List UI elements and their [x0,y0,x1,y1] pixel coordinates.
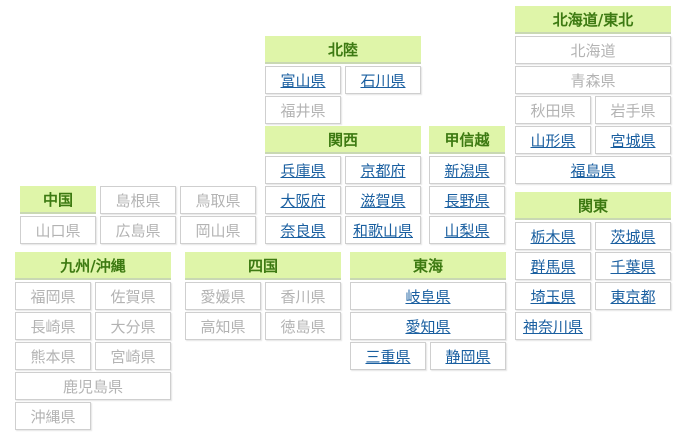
prefecture-chiba[interactable]: 千葉県 [595,252,671,280]
region-header-kyushu-okinawa: 九州/沖縄 [15,252,171,280]
prefecture-kanagawa[interactable]: 神奈川県 [515,312,591,340]
prefecture-fukushima[interactable]: 福島県 [515,156,671,184]
prefecture-miyagi[interactable]: 宮城県 [595,126,671,154]
prefecture-tochigi[interactable]: 栃木県 [515,222,591,250]
region-header-chugoku: 中国 [20,186,96,214]
prefecture-hokkaido: 北海道 [515,36,671,64]
prefecture-saitama[interactable]: 埼玉県 [515,282,591,310]
prefecture-kagoshima: 鹿児島県 [15,372,171,400]
prefecture-saga: 佐賀県 [95,282,171,310]
region-header-kansai: 関西 [265,126,421,154]
prefecture-yamagata[interactable]: 山形県 [515,126,591,154]
region-header-tokai: 東海 [350,252,506,280]
prefecture-ehime: 愛媛県 [185,282,261,310]
prefecture-iwate: 岩手県 [595,96,671,124]
prefecture-hiroshima: 広島県 [100,216,176,244]
prefecture-osaka[interactable]: 大阪府 [265,186,341,214]
prefecture-gunma[interactable]: 群馬県 [515,252,591,280]
prefecture-nagano[interactable]: 長野県 [429,186,505,214]
prefecture-niigata[interactable]: 新潟県 [429,156,505,184]
prefecture-tottori: 鳥取県 [180,186,256,214]
prefecture-kochi: 高知県 [185,312,261,340]
region-header-koshinetsu: 甲信越 [429,126,505,154]
prefecture-tokushima: 徳島県 [265,312,341,340]
prefecture-okinawa: 沖縄県 [15,402,91,430]
prefecture-yamaguchi: 山口県 [20,216,96,244]
prefecture-fukuoka: 福岡県 [15,282,91,310]
prefecture-ishikawa[interactable]: 石川県 [345,66,421,94]
prefecture-gifu[interactable]: 岐阜県 [350,282,506,310]
prefecture-shiga[interactable]: 滋賀県 [345,186,421,214]
prefecture-mie[interactable]: 三重県 [350,342,426,370]
prefecture-fukui: 福井県 [265,96,341,124]
prefecture-nara[interactable]: 奈良県 [265,216,341,244]
prefecture-hyogo[interactable]: 兵庫県 [265,156,341,184]
prefecture-shizuoka[interactable]: 静岡県 [430,342,506,370]
region-header-kanto: 関東 [515,192,671,220]
region-header-hokuriku: 北陸 [265,36,421,64]
prefecture-nagasaki: 長崎県 [15,312,91,340]
prefecture-kagawa: 香川県 [265,282,341,310]
region-header-hokkaido-tohoku: 北海道/東北 [515,6,671,34]
region-header-shikoku: 四国 [185,252,341,280]
prefecture-aomori: 青森県 [515,66,671,94]
prefecture-oita: 大分県 [95,312,171,340]
prefecture-aichi[interactable]: 愛知県 [350,312,506,340]
prefecture-miyazaki: 宮崎県 [95,342,171,370]
prefecture-kyoto[interactable]: 京都府 [345,156,421,184]
prefecture-kumamoto: 熊本県 [15,342,91,370]
prefecture-shimane: 島根県 [100,186,176,214]
prefecture-ibaraki[interactable]: 茨城県 [595,222,671,250]
prefecture-akita: 秋田県 [515,96,591,124]
prefecture-okayama: 岡山県 [180,216,256,244]
prefecture-wakayama[interactable]: 和歌山県 [345,216,421,244]
prefecture-tokyo[interactable]: 東京都 [595,282,671,310]
prefecture-yamanashi[interactable]: 山梨県 [429,216,505,244]
prefecture-toyama[interactable]: 富山県 [265,66,341,94]
